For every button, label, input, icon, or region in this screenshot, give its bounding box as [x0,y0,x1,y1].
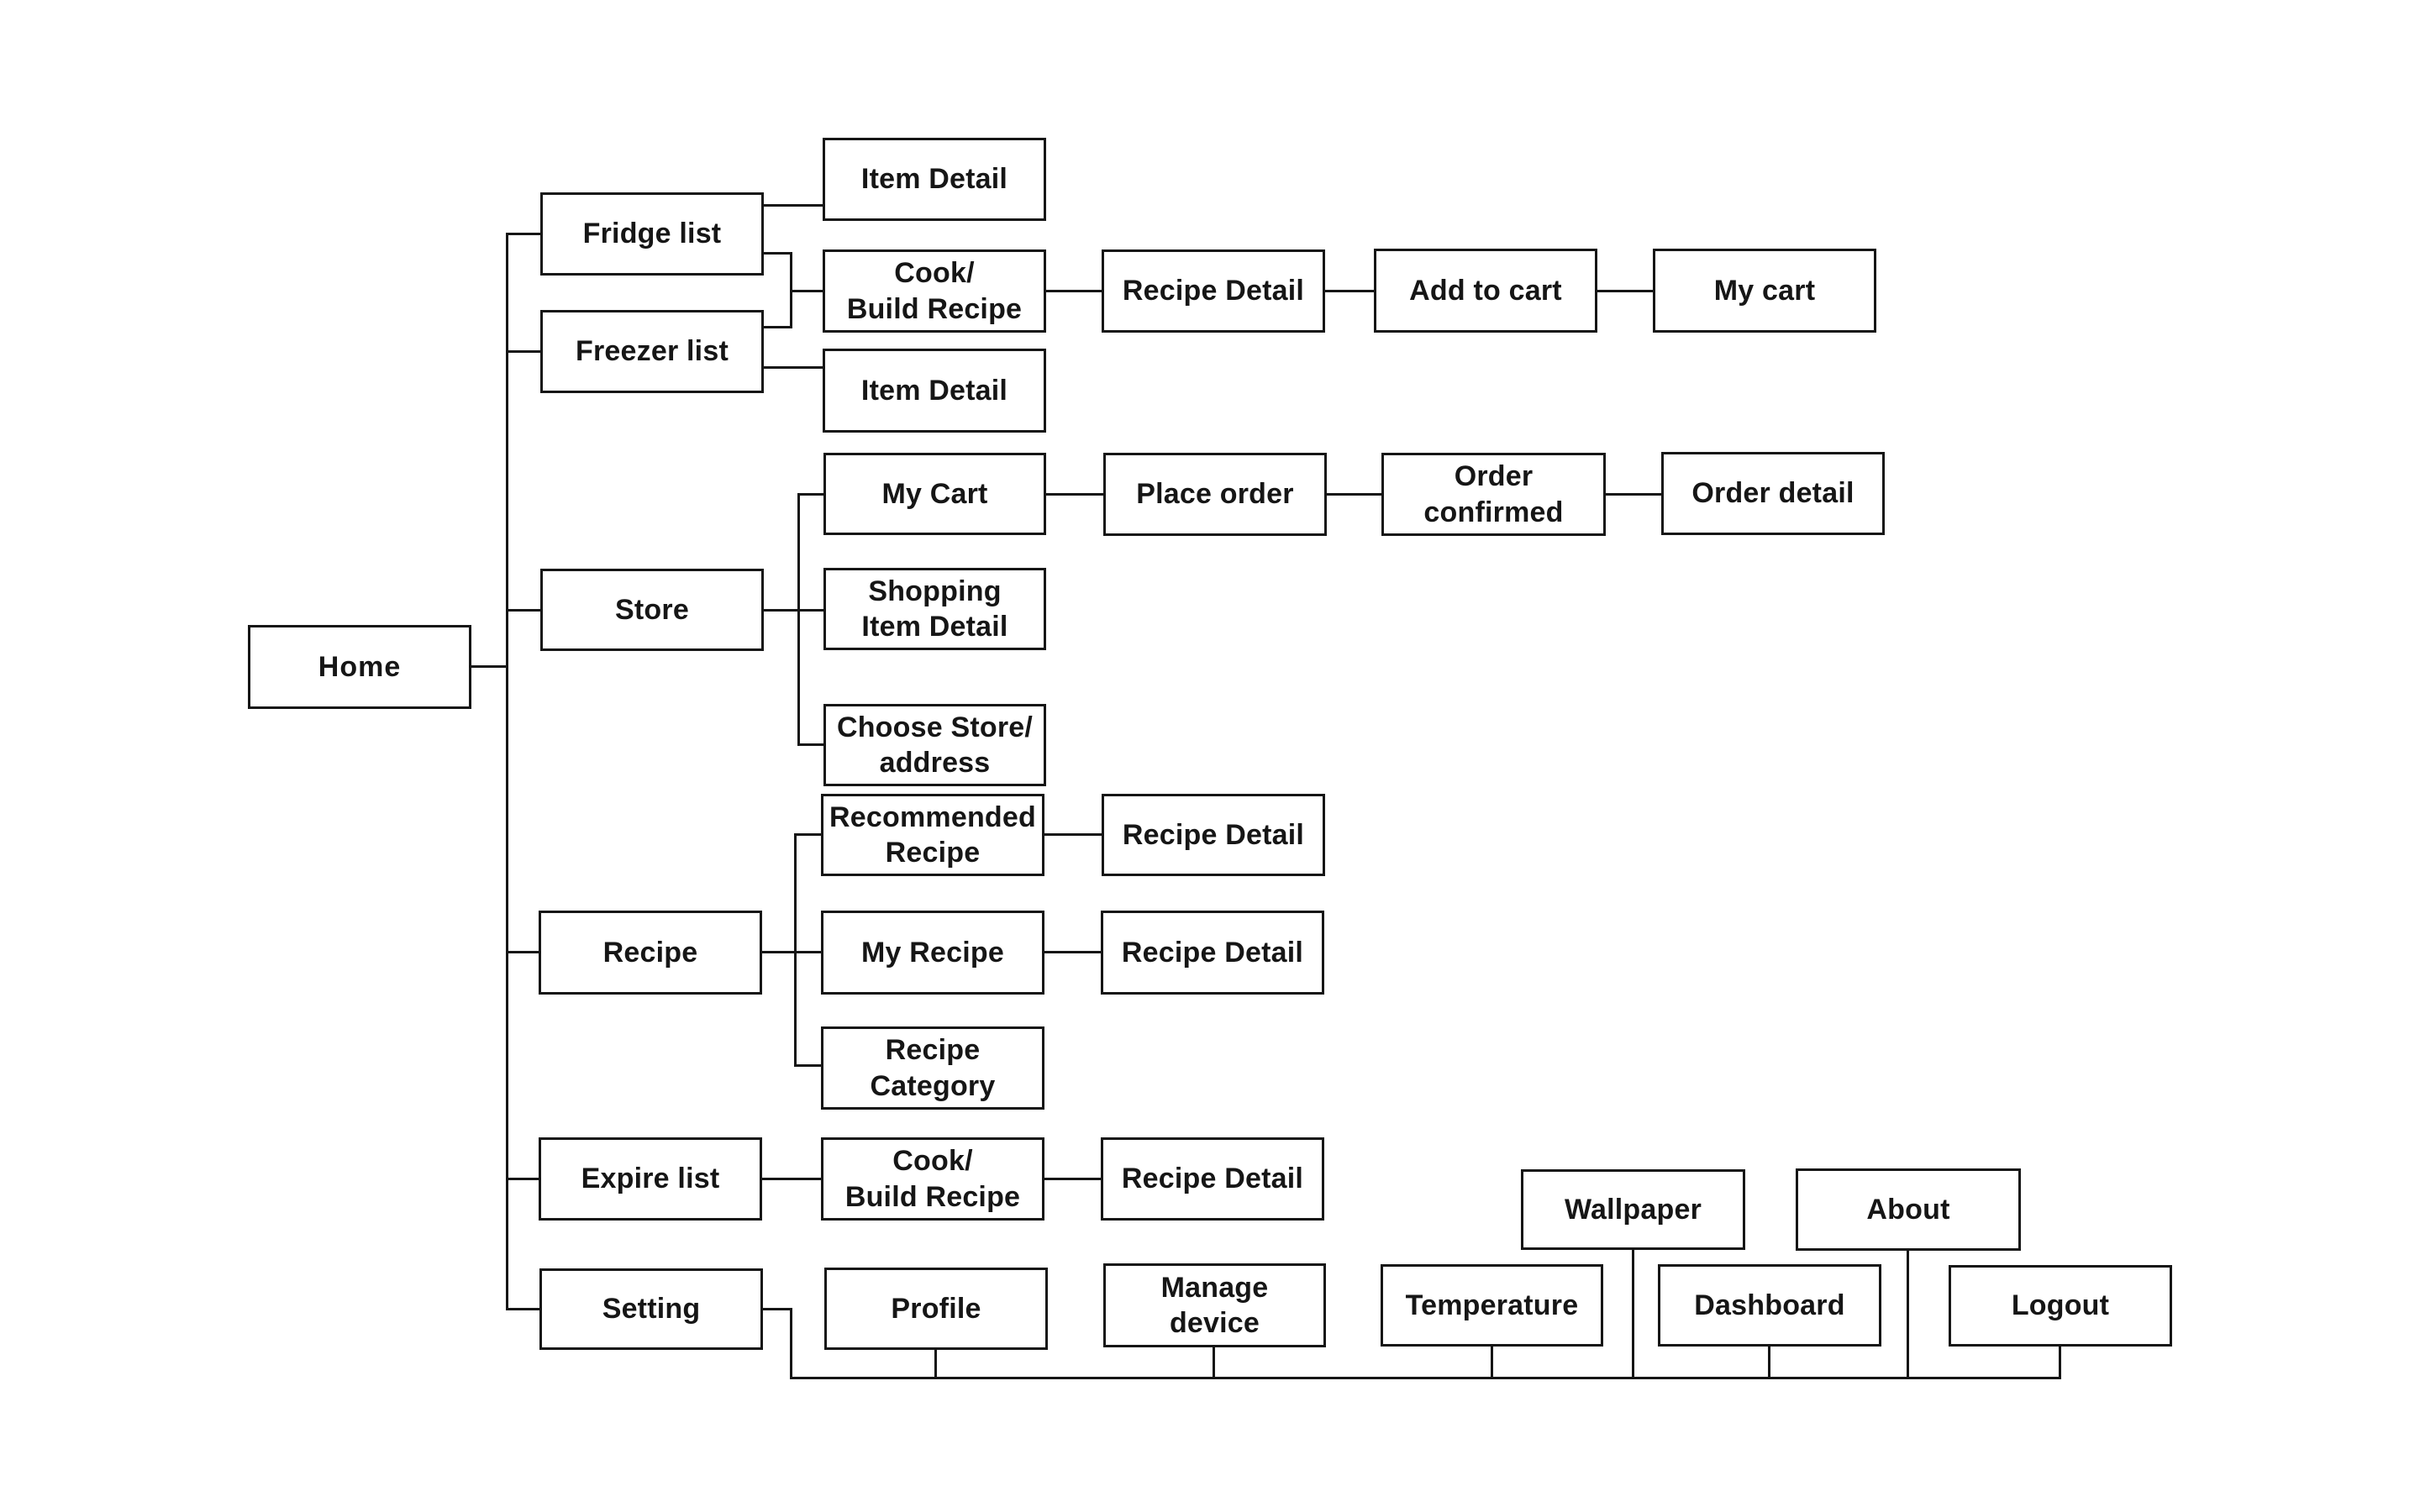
node-recipe-detail-2: Recipe Detail [1102,794,1325,876]
connector-bus-about [1907,1251,1909,1379]
connector-trunk-expire [507,1178,539,1180]
connector-home-trunk [471,665,508,668]
connector-trunk-store [507,609,540,612]
connector-expire-cookbuild [762,1178,821,1180]
connector-freezer-itemdetail [764,366,823,369]
node-logout: Logout [1949,1265,2172,1347]
connector-recipedetail-addtocart [1325,290,1374,292]
node-home: Home [248,625,471,709]
connector-recommended-recipedetail [1044,833,1102,836]
node-shopping-item-detail: Shopping Item Detail [823,568,1046,650]
connector-bus-temperature [1491,1347,1493,1379]
connector-main-trunk [506,233,508,1310]
node-recipe-category: Recipe Category [821,1026,1044,1110]
connector-cookbuild-recipedetail [1046,290,1102,292]
node-recommended-recipe: Recommended Recipe [821,794,1044,876]
node-temperature: Temperature [1381,1264,1603,1347]
node-recipe-detail-3: Recipe Detail [1101,911,1324,995]
connector-orderconfirmed-orderdetail [1606,493,1661,496]
node-store: Store [540,569,764,651]
node-recipe-detail-1: Recipe Detail [1102,249,1325,333]
connector-fridge-junction [764,252,792,255]
connector-placeorder-orderconfirmed [1327,493,1381,496]
node-expire-list: Expire list [539,1137,762,1221]
connector-trunk-setting [507,1308,539,1310]
connector-store-shoppingitem [764,609,823,612]
node-add-to-cart: Add to cart [1374,249,1597,333]
connector-recipe-myrecipe [762,951,821,953]
node-my-cart-top: My cart [1653,249,1876,333]
node-wallpaper: Wallpaper [1521,1169,1745,1250]
node-my-recipe: My Recipe [821,911,1044,995]
node-about: About [1796,1168,2021,1251]
connector-junction-cookbuild [792,290,823,292]
node-profile: Profile [824,1268,1048,1350]
connector-trunk-freezer [507,350,540,353]
connector-bus-profile [934,1350,937,1379]
connector-mycart-placeorder [1046,493,1103,496]
node-order-detail: Order detail [1661,452,1885,535]
connector-fridge-itemdetail [764,204,823,207]
node-choose-store-address: Choose Store/ address [823,704,1046,786]
node-fridge-list: Fridge list [540,192,764,276]
connector-freezer-junction [764,326,792,328]
node-order-confirmed: Order confirmed [1381,453,1606,536]
node-dashboard: Dashboard [1658,1264,1881,1347]
node-manage-device: Manage device [1103,1263,1326,1347]
connector-setting-drop [790,1308,792,1379]
connector-branch-recommended [794,833,821,836]
connector-setting-down [763,1308,792,1310]
connector-recipe-branch-trunk [794,833,797,1067]
node-recipe: Recipe [539,911,762,995]
connector-branch-recipecategory [794,1064,821,1067]
connector-bus-logout [2059,1347,2061,1379]
connector-myrecipe-recipedetail [1044,951,1101,953]
connector-bus-dashboard [1768,1347,1770,1379]
connector-trunk-recipe [507,951,539,953]
connector-bus-managedevice [1213,1347,1215,1379]
connector-addtocart-mycart [1597,290,1653,292]
node-place-order: Place order [1103,453,1327,536]
connector-store-branch-trunk [797,493,800,746]
node-my-cart-store: My Cart [823,453,1046,535]
node-item-detail-fridge: Item Detail [823,138,1046,221]
node-freezer-list: Freezer list [540,310,764,393]
node-setting: Setting [539,1268,763,1350]
node-cook-build-recipe-1: Cook/ Build Recipe [823,249,1046,333]
connector-setting-bus [790,1377,2061,1379]
node-recipe-detail-4: Recipe Detail [1101,1137,1324,1221]
node-item-detail-freezer: Item Detail [823,349,1046,433]
connector-cookbuild-recipedetail-2 [1044,1178,1101,1180]
node-cook-build-recipe-2: Cook/ Build Recipe [821,1137,1044,1221]
connector-branch-choosestore [797,743,823,746]
connector-branch-mycart [797,493,823,496]
connector-trunk-fridge [507,233,540,235]
connector-bus-wallpaper [1632,1250,1634,1379]
connector-fridge-freezer-junction [790,252,792,328]
